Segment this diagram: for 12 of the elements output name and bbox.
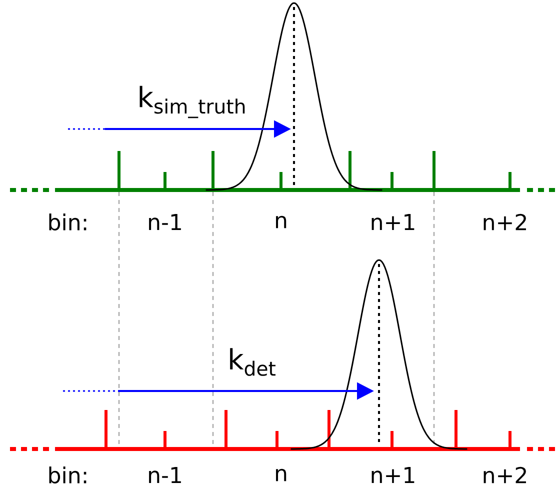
- bin-label: n: [276, 468, 286, 482]
- bin-label: n+2: [484, 214, 526, 230]
- axis-label: bin:: [49, 466, 86, 484]
- variable-label: k$_{det}$: [230, 348, 276, 376]
- bin-label: n: [276, 216, 286, 228]
- bin-label: n-1: [149, 466, 181, 483]
- bin-label: n-1: [149, 214, 181, 230]
- bin-label: n+2: [484, 466, 526, 484]
- variable-label: k$_{sim_truth}$: [140, 86, 245, 118]
- axis-label: bin:: [49, 213, 86, 230]
- bin-label: n+1: [372, 466, 414, 483]
- bin-label: n+1: [372, 214, 414, 230]
